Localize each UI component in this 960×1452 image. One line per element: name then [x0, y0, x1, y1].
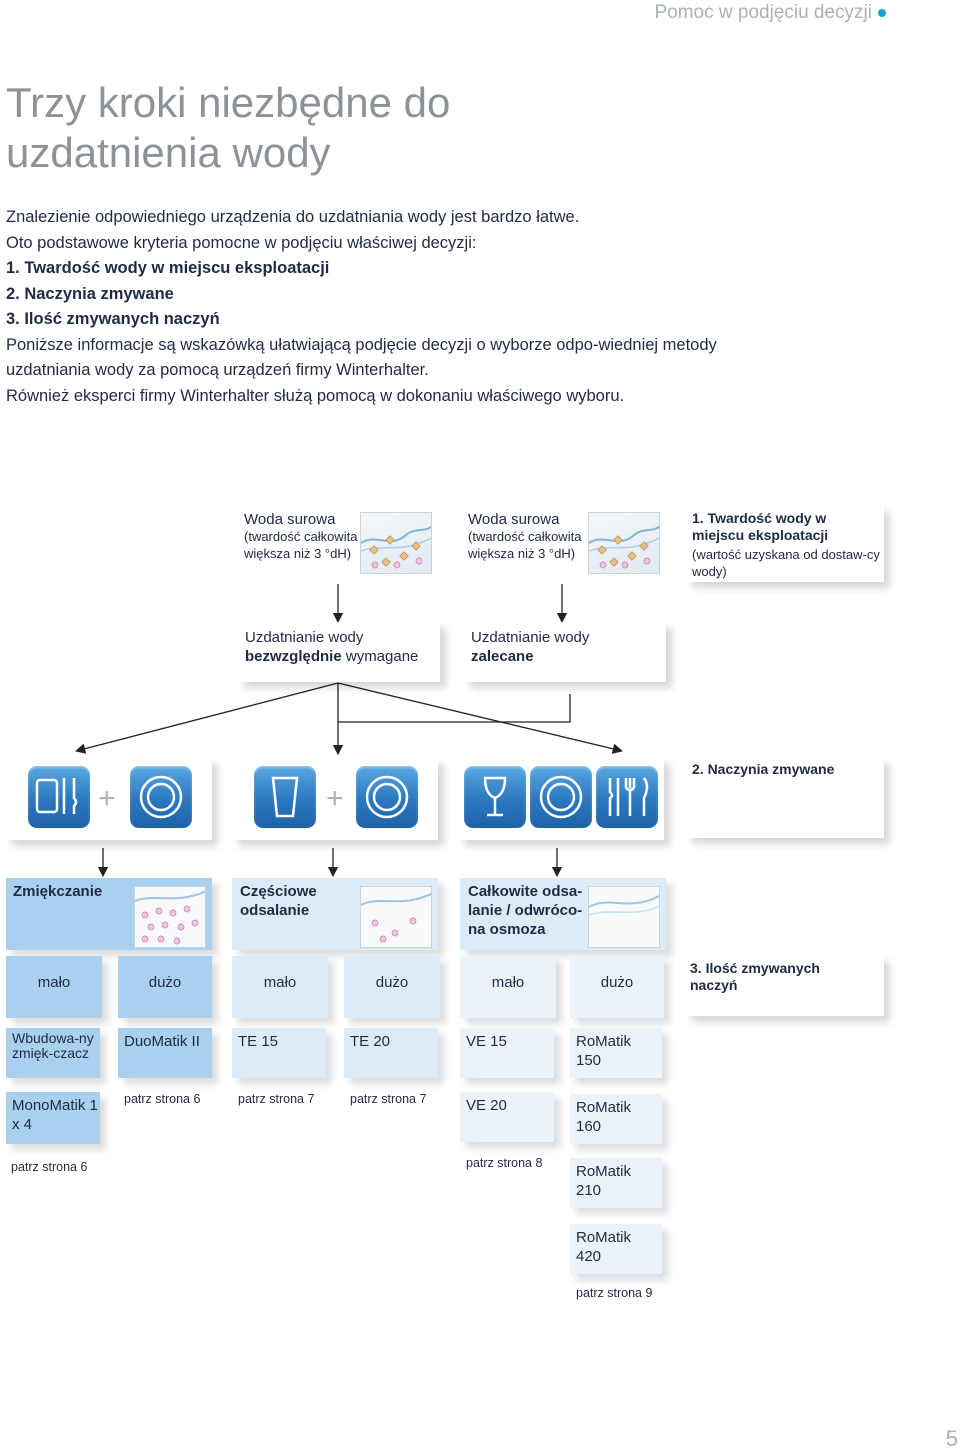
product-box: VE 15: [460, 1028, 554, 1078]
method-full-desalination: Całkowite odsa-lanie / odwróco-na osmoza: [460, 878, 666, 950]
water-droplets-image: [360, 512, 432, 574]
raw-water-detail: (twardość całkowita większa niż 3 °dH): [468, 529, 582, 561]
product-box: RoMatik 210: [570, 1158, 662, 1208]
product-label: RoMatik 210: [576, 1163, 632, 1199]
product-label: DuoMatik II: [124, 1033, 200, 1050]
level-label: mało: [263, 974, 297, 991]
product-label: VE 15: [466, 1033, 507, 1050]
level-box: mało: [460, 956, 556, 1018]
level-box: mało: [6, 956, 102, 1018]
level-box: dużo: [118, 956, 212, 1018]
wine-glass-icon: [464, 766, 526, 828]
dish-group-1: +: [6, 758, 212, 840]
product-box: DuoMatik II: [118, 1028, 212, 1078]
page-reference: patrz strona 6: [124, 1092, 201, 1106]
step3-box: 3. Ilość zmywanych naczyń: [686, 956, 884, 1016]
product-label: TE 15: [238, 1033, 279, 1050]
criterion-2: 2. Naczynia zmywane: [6, 284, 174, 303]
dish-group-2: +: [232, 758, 438, 840]
product-box: MonoMatik 1 x 4: [6, 1092, 100, 1144]
step3-title: 3. Ilość zmywanych naczyń: [690, 960, 820, 993]
water-pure-image: [588, 886, 660, 948]
method-label: Zmiękczanie: [13, 883, 103, 900]
level-label: dużo: [600, 974, 634, 991]
treatment-recommended-bold: zalecane: [471, 648, 534, 665]
treatment-recommended-box: Uzdatnianie wody zalecane: [464, 622, 666, 682]
treatment-required-rest: wymagane: [341, 648, 419, 665]
product-label: RoMatik 150: [576, 1033, 632, 1069]
product-box: TE 15: [232, 1028, 326, 1078]
method-label: Całkowite odsa-lanie / odwróco-na osmoza: [468, 883, 583, 938]
cutlery-icon: [596, 766, 658, 828]
raw-water-box-1: Woda surowa (twardość całkowita większa …: [238, 506, 436, 582]
page-reference: patrz strona 7: [350, 1092, 427, 1106]
level-box: dużo: [570, 956, 664, 1018]
step1-box: 1. Twardość wody w miejscu eksploatacji …: [686, 506, 884, 582]
water-droplets-image: [588, 512, 660, 574]
water-softening-image: [134, 886, 206, 948]
criterion-1: 1. Twardość wody w miejscu eksploatacji: [6, 259, 330, 277]
intro-paragraph-2: Również eksperci firmy Winterhalter służ…: [6, 386, 625, 405]
product-box: TE 20: [344, 1028, 438, 1078]
step1-title: 1. Twardość wody w miejscu eksploatacji: [692, 510, 829, 543]
page-reference: patrz strona 6: [11, 1160, 88, 1174]
intro-paragraph-1: Poniższe informacje są wskazówką ułatwia…: [6, 335, 717, 380]
page-number: 5: [945, 1426, 958, 1451]
step2-title: 2. Naczynia zmywane: [692, 761, 835, 777]
product-box: RoMatik 160: [570, 1094, 662, 1144]
treatment-recommended-line1: Uzdatnianie wody: [471, 629, 590, 646]
treatment-required-line2: bezwzględnie wymagane: [245, 647, 418, 666]
treatment-required-box: Uzdatnianie wody bezwzględnie wymagane: [238, 622, 440, 682]
plate-icon: [530, 766, 592, 828]
page-reference: patrz strona 8: [466, 1156, 543, 1170]
page-reference: patrz strona 9: [576, 1286, 653, 1300]
raw-water-box-2: Woda surowa (twardość całkowita większa …: [462, 506, 668, 582]
intro-text: Znalezienie odpowiedniego urządzenia do …: [6, 205, 736, 409]
step2-box: 2. Naczynia zmywane: [686, 758, 884, 838]
section-header: Pomoc w podjęciu decyzji: [654, 2, 872, 23]
accent-dot-icon: [878, 9, 886, 17]
plus-icon: +: [98, 782, 116, 815]
method-label: Częściowe odsalanie: [240, 883, 317, 919]
product-label: MonoMatik 1 x 4: [12, 1097, 98, 1133]
raw-water-title: Woda surowa: [468, 511, 560, 528]
product-label: VE 20: [466, 1097, 507, 1114]
page-title: Trzy kroki niezbędne do uzdatnienia wody: [6, 79, 451, 176]
product-box: RoMatik 150: [570, 1028, 662, 1078]
plate-icon: [356, 766, 418, 828]
level-label: mało: [37, 974, 71, 991]
method-partial-desalination: Częściowe odsalanie: [232, 878, 438, 950]
product-label: RoMatik 160: [576, 1099, 632, 1135]
raw-water-detail: (twardość całkowita większa niż 3 °dH): [244, 529, 358, 561]
treatment-required-bold: bezwzględnie: [245, 648, 342, 665]
product-label: RoMatik 420: [576, 1229, 632, 1265]
level-box: dużo: [344, 956, 440, 1018]
treatment-required-line1: Uzdatnianie wody: [245, 629, 364, 646]
method-softening: Zmiękczanie: [6, 878, 212, 950]
product-box: VE 20: [460, 1092, 554, 1142]
plate-icon: [130, 766, 192, 828]
step1-detail: (wartość uzyskana od dostaw-cy wody): [692, 547, 880, 579]
water-partial-image: [360, 886, 432, 948]
glass-icon: [254, 766, 316, 828]
product-label: Wbudowa-ny zmięk-czacz: [12, 1030, 94, 1061]
level-box: mało: [232, 956, 328, 1018]
plus-icon: +: [326, 782, 344, 815]
level-label: mało: [491, 974, 525, 991]
product-label: TE 20: [350, 1033, 391, 1050]
criterion-3: 3. Ilość zmywanych naczyń: [6, 310, 220, 328]
intro-line-2: Oto podstawowe kryteria pomocne w podjęc…: [6, 233, 477, 252]
level-label: dużo: [148, 974, 182, 991]
product-box: Wbudowa-ny zmięk-czacz: [6, 1028, 100, 1078]
dish-group-3: [458, 758, 664, 840]
raw-water-title: Woda surowa: [244, 511, 336, 528]
level-label: dużo: [375, 974, 409, 991]
tray-icon: [28, 766, 90, 828]
product-box: RoMatik 420: [570, 1224, 662, 1274]
page-reference: patrz strona 7: [238, 1092, 315, 1106]
intro-line-1: Znalezienie odpowiedniego urządzenia do …: [6, 208, 580, 226]
